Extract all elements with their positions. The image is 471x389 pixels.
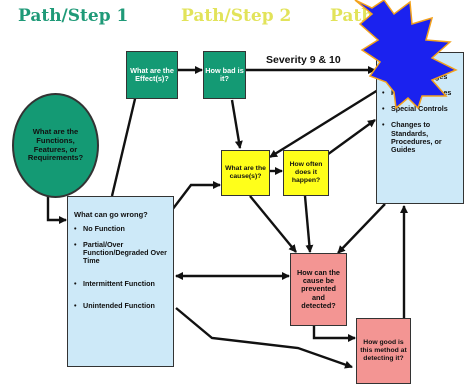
how-often-node: How often does it happen? [283, 150, 329, 196]
path-step-2-title: Path/Step 2 [181, 6, 292, 26]
list-item: Intermittent Function [74, 279, 169, 288]
what-can-go-wrong-title: What can go wrong? [74, 210, 148, 219]
causes-text: What are the cause(s)? [225, 165, 266, 180]
arrow-done-to-prevent [337, 203, 386, 254]
arrow-prevent-to-howgood [312, 326, 356, 342]
arrow-often-to-done [319, 119, 376, 161]
list-item: Unintended Function [74, 301, 169, 310]
how-good-node: How good is this method at detecting it? [356, 318, 411, 384]
arrow-often-to-prevent [303, 195, 314, 253]
how-good-text: How good is this method at detecting it? [360, 339, 407, 362]
how-often-text: How often does it happen? [289, 161, 323, 184]
causes-node: What are the cause(s)? [221, 150, 270, 196]
what-can-go-wrong-box: What can go wrong? No Function Partial/O… [67, 196, 174, 367]
arrow-wrong-to-howgood [175, 307, 353, 369]
arrow-howbad-to-causes [230, 99, 243, 149]
list-item: No Function [74, 224, 169, 233]
how-bad-text: How bad is it? [205, 65, 244, 83]
effects-text: What are the Effect(s)? [130, 65, 174, 83]
list-item: Changes to Standards, Procedures, or Gui… [382, 121, 459, 154]
prevent-detect-text: How can the cause be prevented and detec… [297, 267, 340, 311]
functions-text: What are the Functions, Features, or Req… [27, 127, 84, 163]
arrow-wrong-to-effects [110, 81, 142, 197]
path-step-1-title: Path/Step 1 [18, 6, 129, 26]
functions-node: What are the Functions, Features, or Req… [12, 93, 99, 198]
arrow-functions-to-wrong [46, 192, 67, 224]
list-item: Partial/Over Function/Degraded Over Time [74, 240, 169, 266]
arrow-causes-to-prevent [249, 195, 297, 253]
arrow-wrong-to-causes [171, 181, 221, 211]
list-item: Special Controls [382, 104, 459, 113]
effects-node: What are the Effect(s)? [126, 51, 178, 99]
prevent-detect-node: How can the cause be prevented and detec… [290, 253, 347, 326]
arrow-done-to-causes [269, 88, 379, 159]
severity-label: Severity 9 & 10 [266, 54, 341, 66]
how-bad-node: How bad is it? [203, 51, 246, 99]
